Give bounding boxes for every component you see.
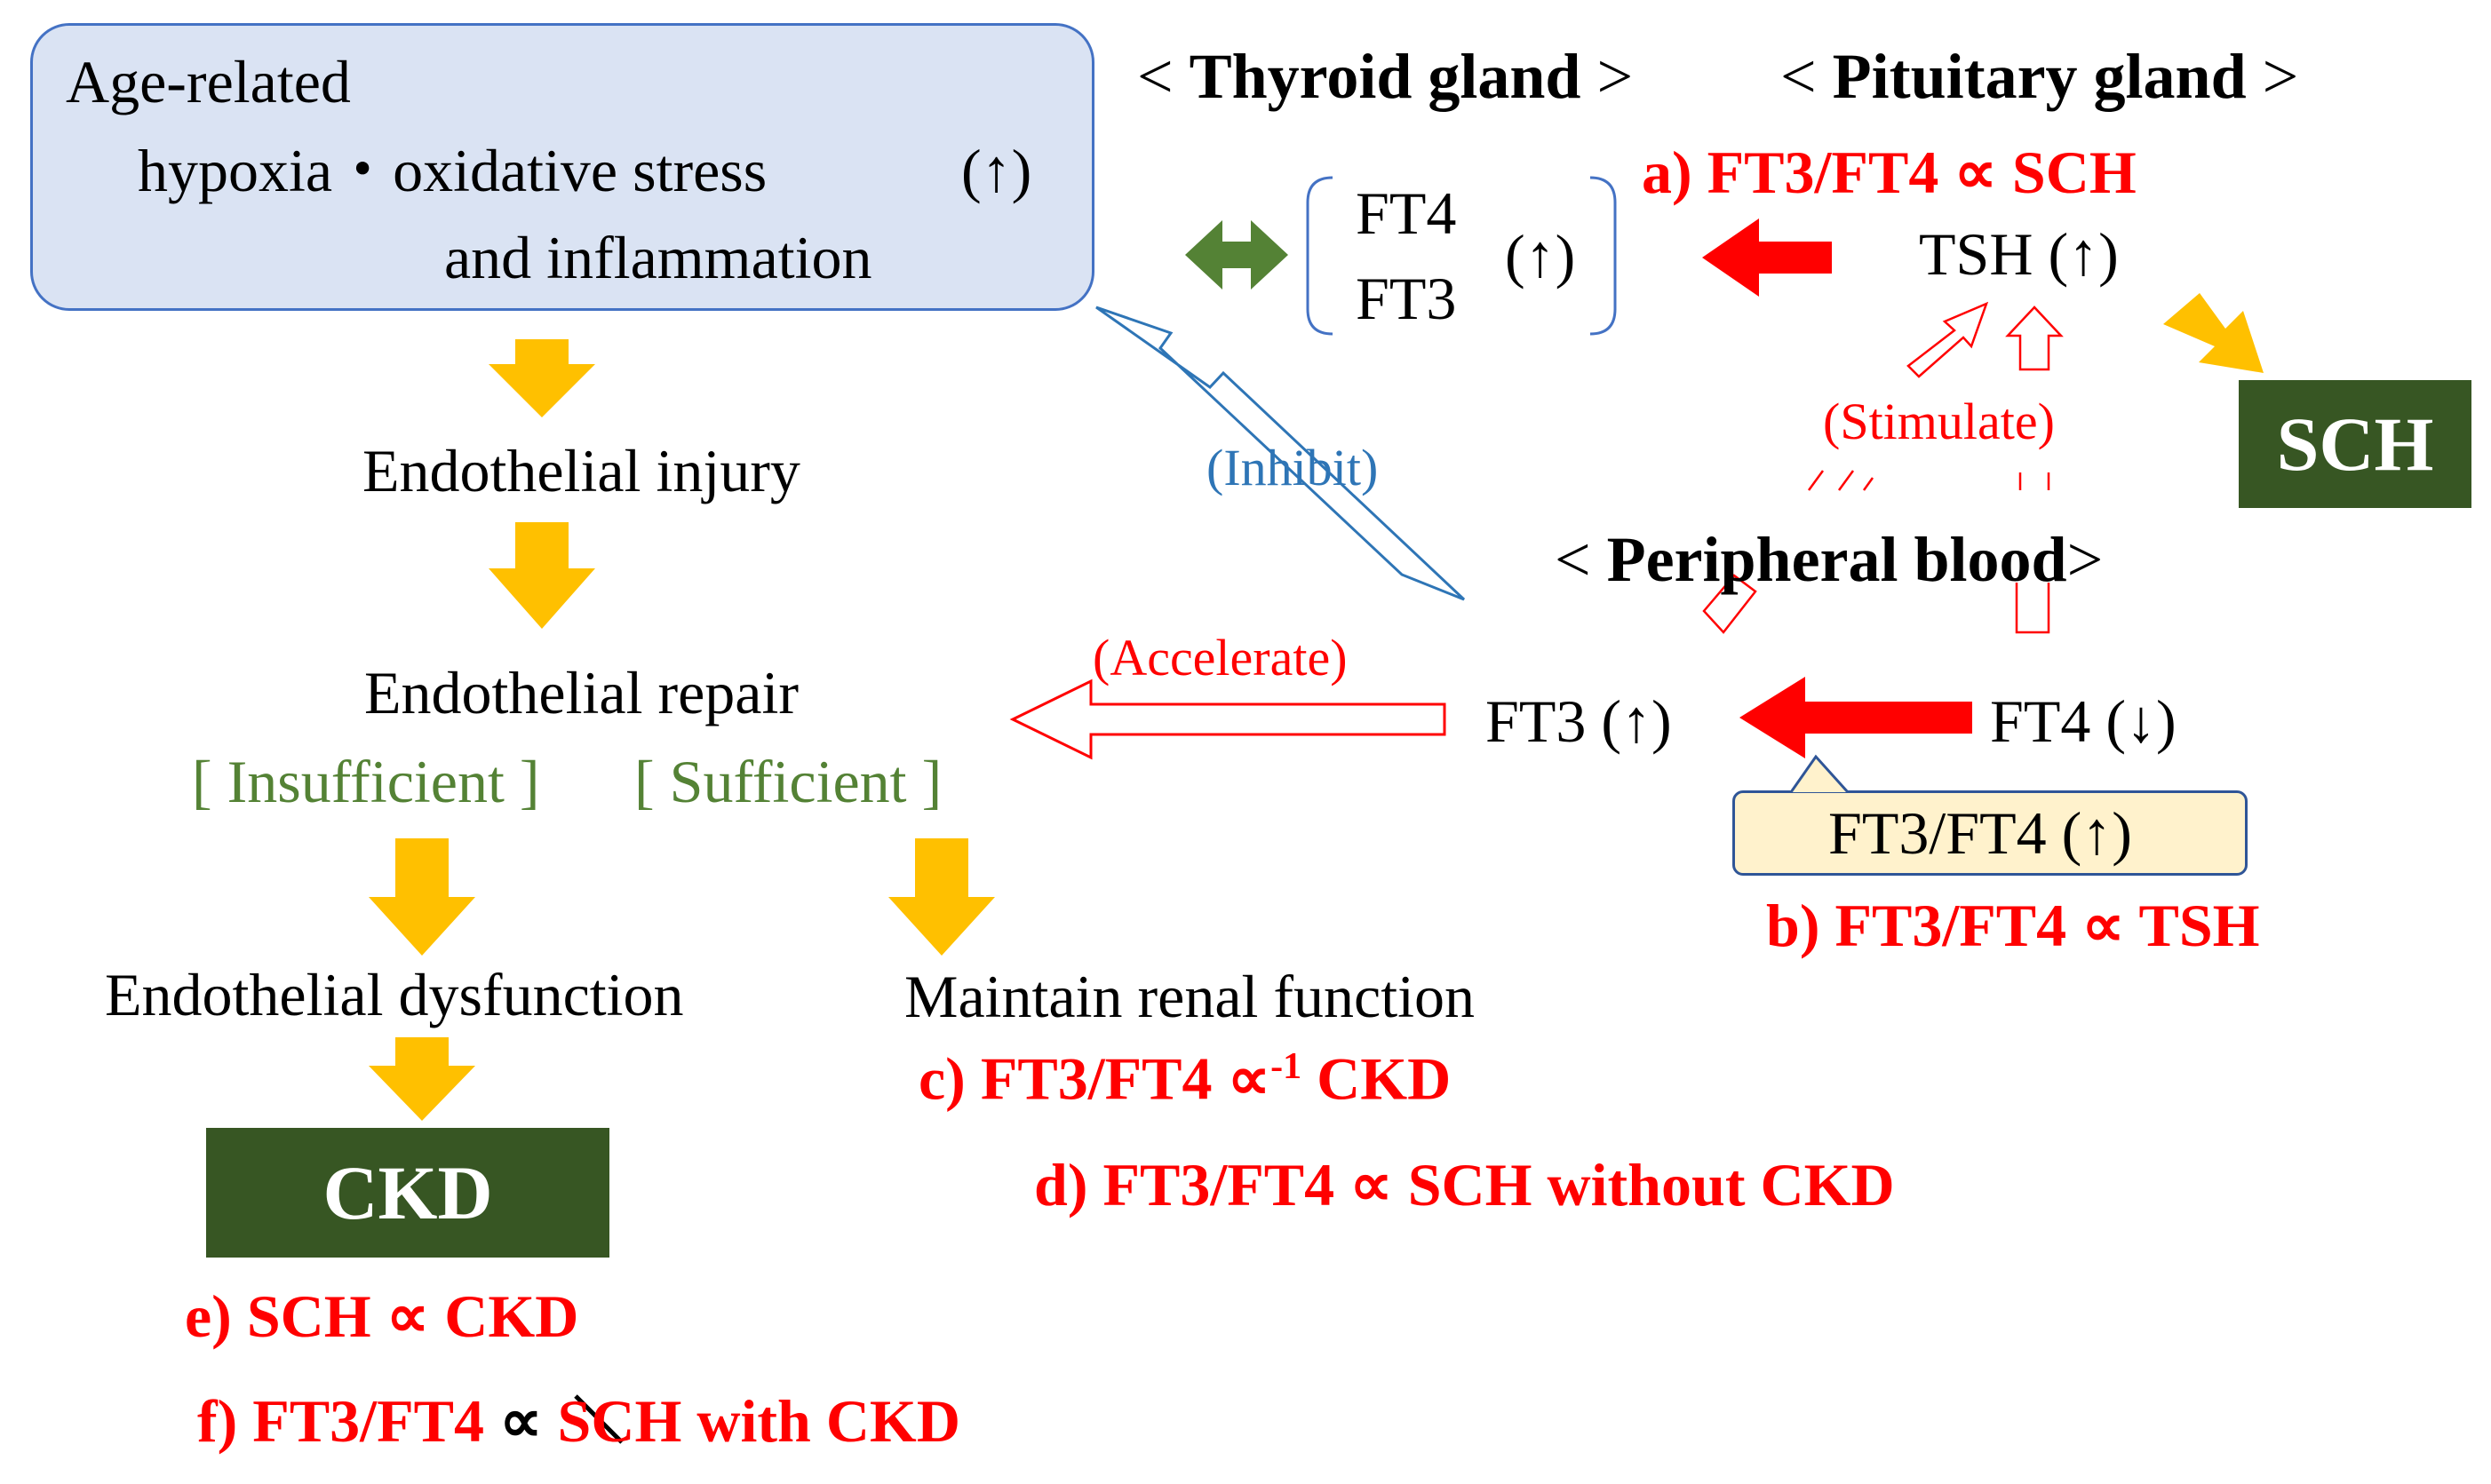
header-thyroid-open: <	[1137, 41, 1190, 112]
endothelial-repair: Endothelial repair	[364, 659, 800, 726]
red-arrow-tsh-to-thyroid	[1702, 218, 1832, 297]
finding-c: c) FT3/FT4 ∝-1 CKD	[919, 1048, 1451, 1109]
amber-arrow-to-ckd	[369, 1037, 475, 1121]
finding-d: d) FT3/FT4 ∝ SCH without CKD	[1034, 1151, 1895, 1218]
thyroid-ft3: FT3	[1356, 265, 1457, 332]
header-thyroid-text: Thyroid gland	[1189, 41, 1581, 112]
peripheral-ft4: FT4 (↓)	[1990, 687, 2177, 755]
red-arrow-ft4-to-ft3	[1739, 677, 1972, 758]
finding-a: a) FT3/FT4 ∝ SCH	[1642, 139, 2137, 206]
age-related-line3: and inflammation	[444, 224, 872, 291]
peripheral-ft4-tail	[2015, 583, 2050, 634]
pituitary-tsh: TSH (↑)	[1919, 220, 2119, 288]
finding-f-symbol: ∝	[498, 1387, 543, 1455]
stimulate-arrow-left	[1906, 301, 1989, 378]
endothelial-injury: Endothelial injury	[362, 437, 800, 504]
header-pituitary-open: <	[1780, 41, 1833, 112]
stimulate-tail-left	[1807, 470, 1874, 491]
green-double-arrow	[1185, 220, 1288, 290]
amber-arrow-to-repair	[489, 522, 595, 629]
header-thyroid-close: >	[1580, 41, 1634, 112]
amber-arrow-to-dysfunction	[369, 838, 475, 956]
thyroid-bracket-left	[1306, 176, 1333, 336]
age-related-line1: Age-related	[66, 48, 351, 115]
thyroid-ft4: FT4	[1356, 179, 1457, 247]
finding-f-suffix: SCH with CKD	[542, 1387, 960, 1455]
ckd-box: CKD	[206, 1128, 609, 1258]
header-peripheral-text: Peripheral blood	[1606, 524, 2067, 595]
thyroid-arrow-up: (↑)	[1505, 222, 1576, 290]
age-related-box	[30, 23, 1094, 311]
insufficient-label: [ Insufficient ]	[192, 748, 540, 815]
peripheral-ft3: FT3 (↑)	[1485, 687, 1672, 755]
maintain-renal-function: Maintain renal function	[904, 963, 1476, 1030]
amber-arrow-to-maintain	[888, 838, 995, 956]
finding-c-superscript: -1	[1270, 1046, 1302, 1087]
blue-inhibit-arrow	[1095, 306, 1466, 601]
ft3-ft4-ratio-box	[1732, 790, 2248, 876]
header-peripheral-open: <	[1555, 524, 1607, 595]
header-peripheral-close: >	[2066, 524, 2104, 595]
accelerate-label: (Accelerate)	[1093, 629, 1348, 686]
inhibit-label: (Inhibit)	[1206, 439, 1379, 496]
amber-arrow-to-injury	[489, 339, 595, 417]
sufficient-label: [ Sufficient ]	[634, 748, 943, 815]
header-peripheral-blood: < Peripheral blood>	[1555, 528, 2103, 591]
finding-e: e) SCH ∝ CKD	[185, 1282, 579, 1350]
header-pituitary-gland: < Pituitary gland >	[1780, 44, 2298, 108]
not-proportional-cross	[574, 1394, 624, 1444]
age-related-line2: hypoxia・oxidative stress	[138, 137, 768, 204]
finding-c-suffix: CKD	[1301, 1044, 1452, 1113]
sch-box: SCH	[2239, 380, 2471, 508]
stimulate-label: (Stimulate)	[1823, 393, 2055, 450]
header-pituitary-text: Pituitary gland	[1832, 41, 2247, 112]
ratio-box-pointer-shape	[1791, 754, 1850, 794]
endothelial-dysfunction: Endothelial dysfunction	[105, 961, 684, 1028]
age-related-arrow: (↑)	[961, 137, 1032, 204]
stimulate-arrow-right	[2005, 306, 2064, 371]
ft3-ft4-ratio-text: FT3/FT4 (↑)	[1828, 799, 2132, 867]
peripheral-ft3-tail	[1702, 574, 1757, 634]
finding-c-prefix: c) FT3/FT4 ∝	[919, 1044, 1271, 1113]
finding-b: b) FT3/FT4 ∝ TSH	[1766, 892, 2260, 959]
red-accelerate-arrow	[1009, 679, 1446, 760]
thyroid-bracket-right	[1589, 176, 1617, 336]
header-pituitary-close: >	[2246, 41, 2299, 112]
finding-f-prefix: f) FT3/FT4	[197, 1387, 499, 1455]
stimulate-tail-right	[2018, 472, 2050, 490]
finding-f: f) FT3/FT4 ∝ SCH with CKD	[197, 1391, 960, 1451]
ratio-box-pointer	[1791, 754, 1850, 794]
header-thyroid-gland: < Thyroid gland >	[1137, 44, 1633, 108]
amber-arrow-to-sch	[2163, 293, 2264, 373]
